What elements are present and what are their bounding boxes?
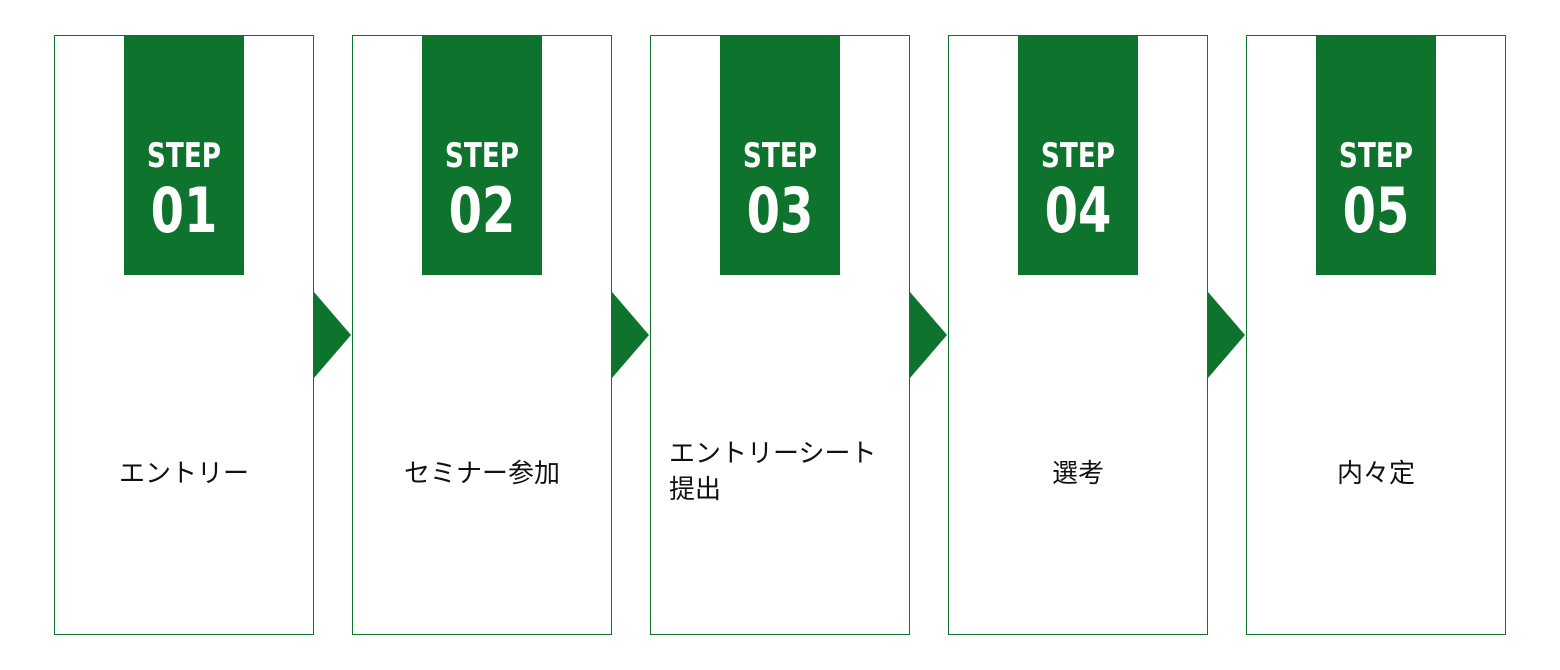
step-badge-word: STEP: [1338, 136, 1414, 176]
arrow-right-icon: [612, 292, 649, 378]
step-badge-05: STEP 05: [1316, 36, 1436, 275]
step-badge-03: STEP 03: [720, 36, 840, 275]
step-label-line: 提出: [669, 475, 722, 505]
arrow-right-icon: [910, 292, 947, 378]
step-badge-number: 03: [746, 174, 814, 247]
step-badge-number: 04: [1044, 174, 1112, 247]
step-label: 選考: [1051, 459, 1104, 489]
step-card-03: STEP 03 エントリーシート 提出: [650, 35, 910, 635]
arrow-right-icon: [314, 292, 351, 378]
step-badge-01: STEP 01: [124, 36, 244, 275]
step-card-04: STEP 04 選考: [948, 35, 1208, 635]
step-label: エントリー: [118, 459, 249, 489]
step-label: エントリーシート 提出: [669, 436, 899, 508]
step-label: 内々定: [1336, 459, 1415, 489]
step-badge-word: STEP: [146, 136, 222, 176]
step-card-02: STEP 02 セミナー参加: [352, 35, 612, 635]
step-card-05: STEP 05 内々定: [1246, 35, 1506, 635]
step-badge-04: STEP 04: [1018, 36, 1138, 275]
arrow-right-icon: [1208, 292, 1245, 378]
step-badge-word: STEP: [742, 136, 818, 176]
step-label-line: エントリーシート: [669, 439, 877, 469]
step-badge-word: STEP: [1040, 136, 1116, 176]
step-badge-number: 01: [150, 174, 218, 247]
step-badge-02: STEP 02: [422, 36, 542, 275]
step-label: セミナー参加: [403, 459, 560, 489]
step-card-01: STEP 01 エントリー: [54, 35, 314, 635]
step-badge-word: STEP: [444, 136, 520, 176]
step-badge-number: 02: [448, 174, 516, 247]
step-badge-number: 05: [1342, 174, 1410, 247]
